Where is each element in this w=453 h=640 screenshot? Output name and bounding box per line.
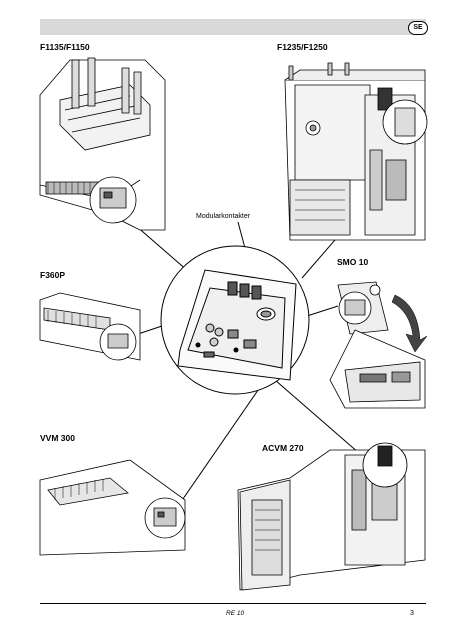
label-vvm300: VVM 300 bbox=[40, 433, 75, 443]
label-acvm270: ACVM 270 bbox=[262, 443, 304, 453]
footer-rule bbox=[40, 603, 426, 604]
acvm270-unit-illustration bbox=[238, 443, 425, 590]
f360p-unit-illustration bbox=[40, 293, 140, 360]
smo10-unit-illustration bbox=[330, 282, 425, 408]
language-badge: SE bbox=[408, 21, 428, 35]
label-f1235-f1250: F1235/F1250 bbox=[277, 42, 328, 52]
label-smo10: SMO 10 bbox=[337, 257, 369, 267]
header-bar bbox=[40, 19, 426, 35]
modular-connector-callout: Modularkontakter bbox=[196, 213, 251, 220]
modular-board-illustration bbox=[161, 246, 309, 394]
footer-page-number: 3 bbox=[410, 610, 414, 617]
label-f1135-f1150: F1135/F1150 bbox=[40, 42, 90, 52]
label-f360p: F360P bbox=[40, 270, 66, 280]
vvm300-unit-illustration bbox=[40, 460, 185, 555]
rotate-arrow-icon bbox=[392, 295, 427, 352]
footer-document-code: RE 10 bbox=[226, 610, 245, 617]
f1135-unit-illustration bbox=[40, 58, 165, 230]
f1235-unit-illustration bbox=[285, 63, 427, 240]
